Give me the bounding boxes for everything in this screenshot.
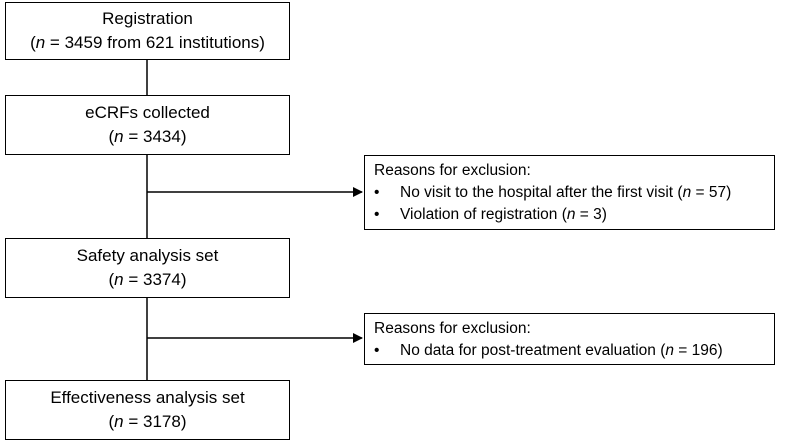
effectiveness-title: Effectiveness analysis set	[50, 388, 245, 407]
exclusion-header: Reasons for exclusion:	[374, 320, 531, 337]
bullet: •	[374, 342, 380, 359]
registration-box: Registration (n = 3459 from 621 institut…	[5, 2, 290, 60]
safety-box: Safety analysis set (n = 3374)	[5, 238, 290, 298]
exclusion-box-first: Reasons for exclusion: •No visit to the …	[364, 155, 775, 230]
effectiveness-count: (n = 3178)	[108, 412, 187, 431]
ecrfs-title: eCRFs collected	[85, 103, 210, 122]
exclusion-item: •No visit to the hospital after the firs…	[374, 182, 766, 204]
registration-count: (n = 3459 from 621 institutions)	[30, 33, 265, 52]
bullet: •	[374, 184, 380, 201]
exclusion-item: •No data for post-treatment evaluation (…	[374, 340, 766, 362]
exclusion-list: •No visit to the hospital after the firs…	[374, 182, 766, 226]
effectiveness-box: Effectiveness analysis set (n = 3178)	[5, 380, 290, 440]
exclusion-box-second: Reasons for exclusion: •No data for post…	[364, 313, 775, 365]
safety-count: (n = 3374)	[108, 270, 187, 289]
ecrfs-count: (n = 3434)	[108, 127, 187, 146]
exclusion-list: •No data for post-treatment evaluation (…	[374, 340, 766, 362]
exclusion-header: Reasons for exclusion:	[374, 162, 531, 179]
ecrfs-box: eCRFs collected (n = 3434)	[5, 95, 290, 155]
bullet: •	[374, 206, 380, 223]
registration-title: Registration	[102, 9, 193, 28]
safety-title: Safety analysis set	[76, 246, 219, 265]
exclusion-item: •Violation of registration (n = 3)	[374, 204, 766, 226]
